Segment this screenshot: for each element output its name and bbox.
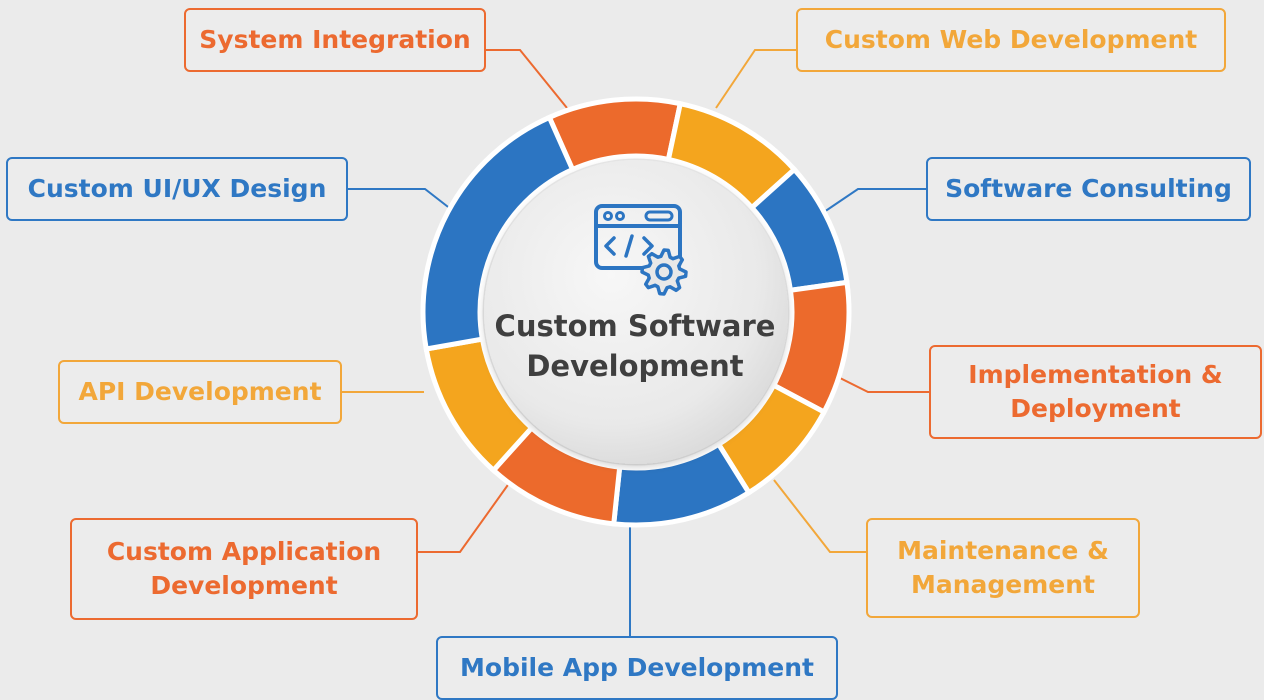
code-window-gear-icon: [594, 204, 688, 296]
ring-segment: [420, 114, 576, 352]
node-api-development: API Development: [58, 360, 342, 424]
connector-line: [486, 49, 568, 109]
node-label: API Development: [78, 377, 322, 406]
node-label: Implementation & Deployment: [968, 360, 1223, 423]
ring: [420, 96, 852, 528]
center-title: Custom Software Development: [494, 309, 776, 383]
connector-lines: [342, 49, 929, 636]
connector-line: [839, 377, 929, 393]
gear-hub: [655, 263, 673, 281]
connector-line: [715, 49, 796, 109]
node-label: Maintenance & Management: [897, 536, 1109, 599]
node-label: Software Consulting: [945, 174, 1232, 203]
node-custom-application-development: Custom Application Development: [70, 518, 418, 620]
node-custom-ui-ux-design: Custom UI/UX Design: [6, 157, 348, 221]
node-label: System Integration: [199, 25, 471, 54]
node-label: Custom Web Development: [824, 25, 1198, 54]
connector-line: [348, 188, 453, 211]
node-label: Mobile App Development: [460, 653, 814, 682]
node-implementation-deployment: Implementation & Deployment: [929, 345, 1262, 439]
node-label: Custom UI/UX Design: [27, 174, 327, 203]
gear-icon: [640, 248, 688, 296]
node-maintenance-management: Maintenance & Management: [866, 518, 1140, 618]
node-mobile-app-development: Mobile App Development: [436, 636, 838, 700]
node-software-consulting: Software Consulting: [926, 157, 1251, 221]
connector-line: [418, 481, 511, 553]
node-label: Custom Application Development: [106, 537, 382, 600]
connector-line: [823, 188, 926, 213]
node-system-integration: System Integration: [184, 8, 486, 72]
center-circle: [484, 160, 788, 464]
connector-line: [773, 479, 866, 553]
node-custom-web-development: Custom Web Development: [796, 8, 1226, 72]
